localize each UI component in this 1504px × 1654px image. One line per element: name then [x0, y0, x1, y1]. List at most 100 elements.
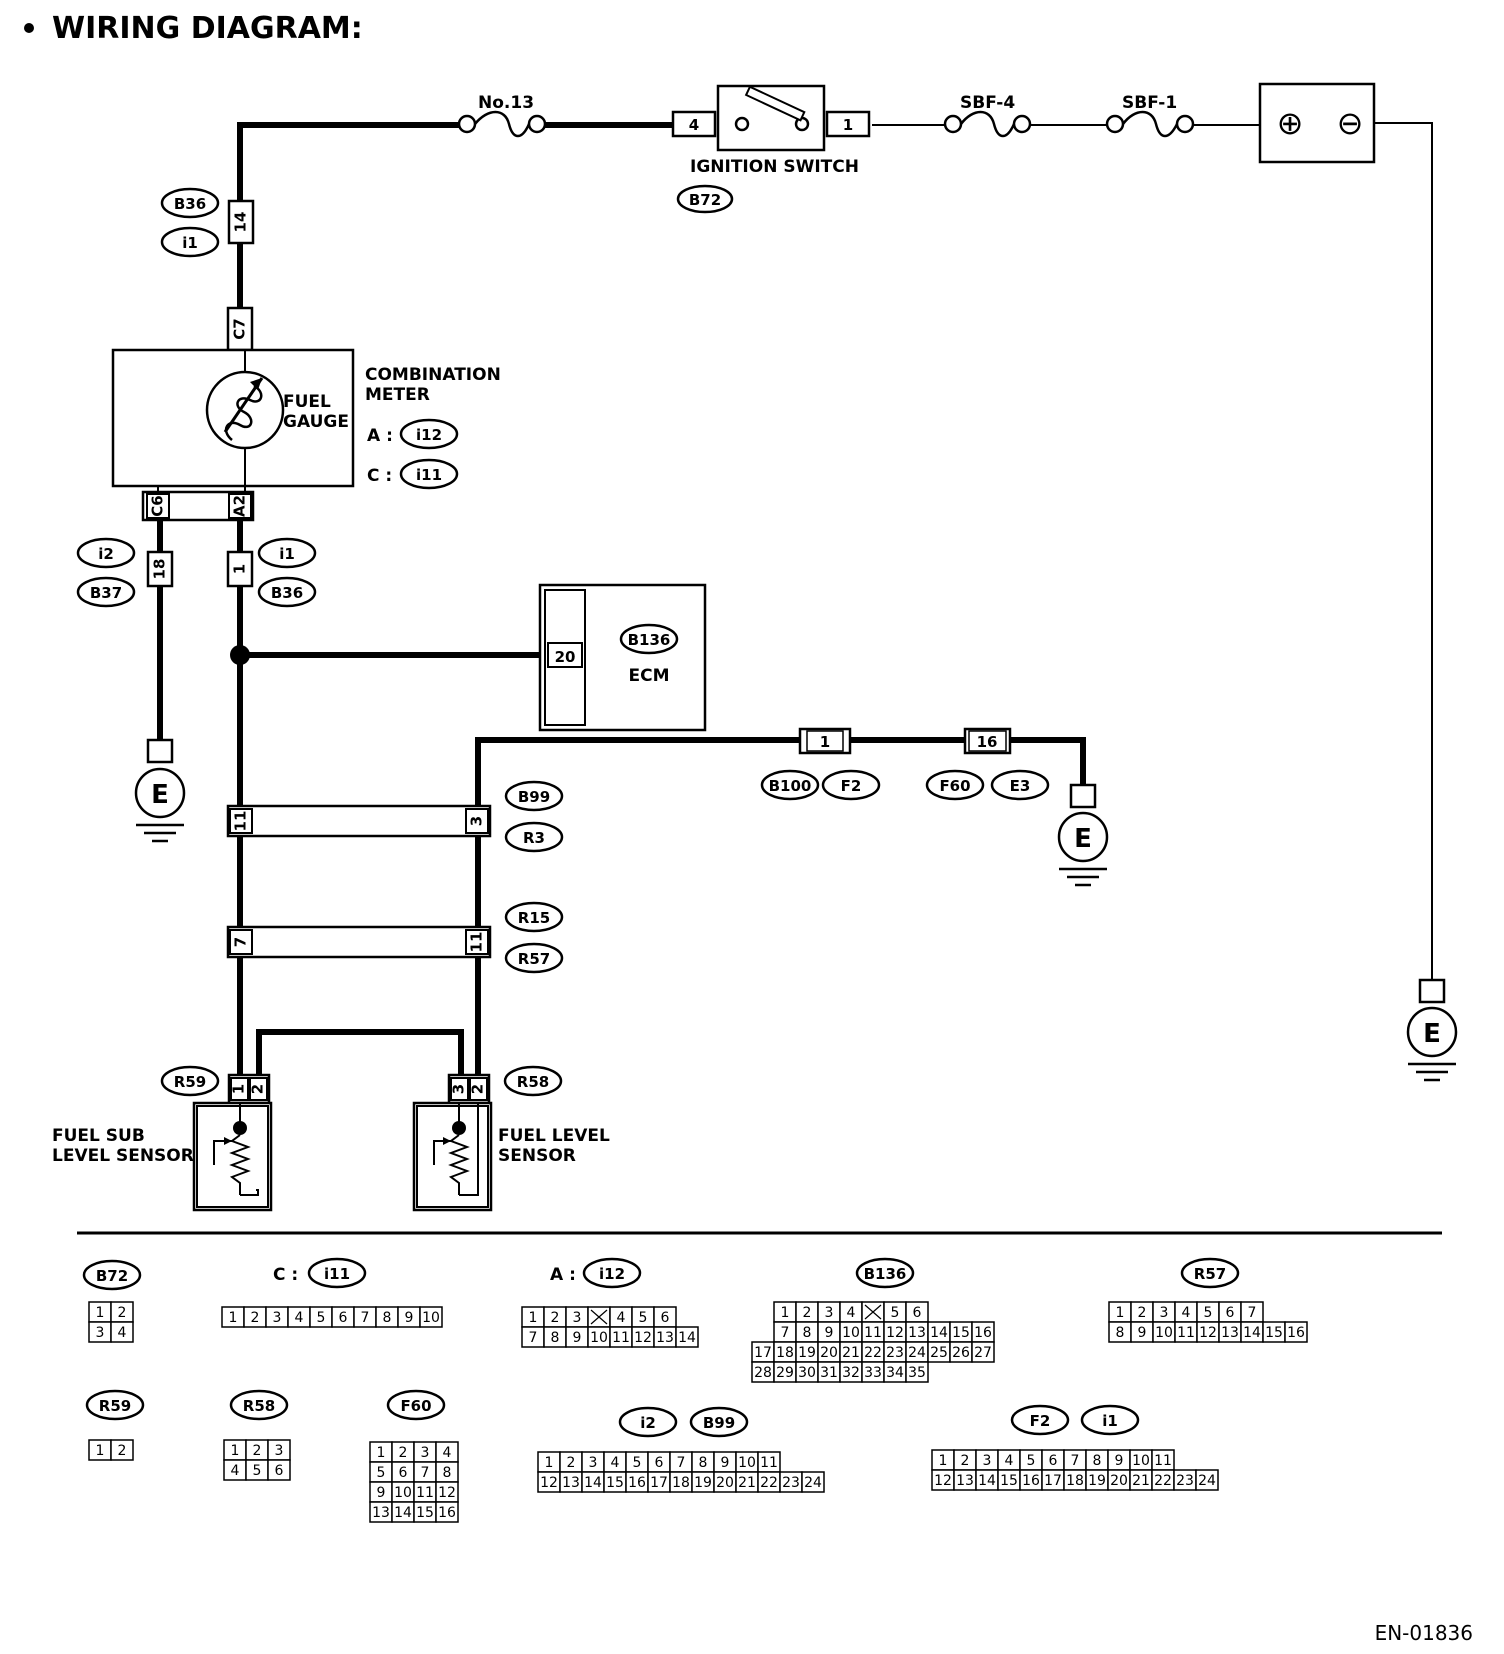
- connector-pin-label: 2: [253, 1443, 262, 1459]
- connector-cell: [675, 1326, 699, 1348]
- connector-cell: [905, 1361, 929, 1383]
- junction-top: 14 B36 i1: [160, 187, 255, 258]
- connector-r15: 7 11 R15 R57: [226, 901, 564, 974]
- connector-pin-label: 8: [443, 1465, 452, 1481]
- connector-pin-label: 15: [952, 1325, 970, 1341]
- main-sensor-label-2: SENSOR: [498, 1146, 576, 1166]
- fuel-gauge-icon: [205, 370, 285, 450]
- connector-pin-label: 6: [655, 1455, 664, 1471]
- connector-pin-label: 21: [1132, 1473, 1150, 1489]
- fuse-no13-label: No.13: [478, 93, 534, 113]
- sub-sensor-label-1: FUEL SUB: [52, 1126, 145, 1146]
- connector-pin-label: 8: [551, 1330, 560, 1346]
- connector-pin-label: 15: [1265, 1325, 1283, 1341]
- connector-pin-label: 4: [118, 1325, 127, 1341]
- junction-right-code1: i1: [279, 545, 295, 563]
- connector-pin-label: 3: [96, 1325, 105, 1341]
- ignition-pin-out: 1: [843, 116, 853, 134]
- connector-cell: [1284, 1321, 1308, 1343]
- battery: ⊕ ⊖: [1258, 82, 1376, 164]
- connector-pin-label: 12: [1199, 1325, 1217, 1341]
- connector-pin-label: 14: [1243, 1325, 1261, 1341]
- connector-pin-label: 8: [1116, 1325, 1125, 1341]
- connector-pin-label: 32: [842, 1365, 860, 1381]
- connector-pin-label: 2: [399, 1445, 408, 1461]
- ground-left-symbol: E: [151, 780, 169, 810]
- connector-pin-label: 13: [956, 1473, 974, 1489]
- main-sensor-label-1: FUEL LEVEL: [498, 1126, 610, 1146]
- ground-e3: E: [1057, 783, 1109, 887]
- ground-battery-symbol: E: [1423, 1019, 1441, 1049]
- connector-pin-label: 4: [611, 1455, 620, 1471]
- connector-pin-label: 24: [908, 1345, 926, 1361]
- junction-left-code2: B37: [90, 584, 122, 602]
- fuel-gauge-label-1: FUEL: [283, 392, 331, 412]
- thin-wires: [157, 122, 1433, 980]
- main-sensor-pin1: 3: [450, 1084, 468, 1094]
- connector-pin-label: 4: [443, 1445, 452, 1461]
- meter-conn-a-code: i12: [416, 426, 442, 444]
- connector-pin-label: 5: [891, 1305, 900, 1321]
- connector-pin-label: 10: [1155, 1325, 1173, 1341]
- connector-pin-label: 14: [678, 1330, 696, 1346]
- connector-pin-label: 1: [529, 1310, 538, 1326]
- junction-left-pin: 18: [151, 559, 169, 580]
- meter-pin-c6: C6: [149, 495, 167, 516]
- connector-pin-label: 8: [1093, 1453, 1102, 1469]
- connector-pin-label: 10: [394, 1485, 412, 1501]
- connector-f60: 16 F60 E3: [925, 727, 1050, 801]
- connector-pin-label: 11: [416, 1485, 434, 1501]
- connector-pin-label: 9: [1138, 1325, 1147, 1341]
- blank-pin-mark: [590, 1309, 608, 1325]
- connector-pin-label: 1: [545, 1455, 554, 1471]
- r15-code1: R15: [518, 909, 550, 927]
- connector-pin-label: 15: [416, 1505, 434, 1521]
- connector-pin-label: 18: [776, 1345, 794, 1361]
- junction-left: 18 i2 B37: [76, 537, 174, 608]
- connector-pin-label: 24: [804, 1475, 822, 1491]
- cv-b99-code: B99: [703, 1414, 735, 1432]
- connector-pin-label: 20: [1110, 1473, 1128, 1489]
- connector-pin-label: 17: [754, 1345, 772, 1361]
- b99-code1: B99: [518, 788, 550, 806]
- connector-pin-label: 1: [96, 1305, 105, 1321]
- connector-pin-label: 2: [961, 1453, 970, 1469]
- fuse-sbf4-label: SBF-4: [960, 93, 1015, 113]
- b100-code1: B100: [769, 777, 812, 795]
- connector-pin-label: 22: [1154, 1473, 1172, 1489]
- connector-pin-label: 18: [672, 1475, 690, 1491]
- page-title: WIRING DIAGRAM:: [52, 11, 363, 46]
- connector-pin-label: 8: [699, 1455, 708, 1471]
- connector-pin-label: 11: [864, 1325, 882, 1341]
- connector-pin-label: 2: [567, 1455, 576, 1471]
- ecm-code: B136: [628, 631, 671, 649]
- connector-cell: [110, 1439, 134, 1461]
- connector-pin-label: 13: [372, 1505, 390, 1521]
- connector-pin-label: 13: [908, 1325, 926, 1341]
- connector-pin-label: 3: [825, 1305, 834, 1321]
- connector-pin-label: 2: [251, 1310, 260, 1326]
- connector-pin-label: 6: [913, 1305, 922, 1321]
- connector-pin-label: 9: [825, 1325, 834, 1341]
- connector-pin-label: 13: [656, 1330, 674, 1346]
- battery-plus-icon: ⊕: [1277, 104, 1304, 142]
- connector-pin-label: 21: [738, 1475, 756, 1491]
- b99-code2: R3: [523, 829, 545, 847]
- connector-cell: [801, 1471, 825, 1493]
- connector-pin-label: 5: [377, 1465, 386, 1481]
- connector-pin-label: 10: [590, 1330, 608, 1346]
- meter-pin-a2: A2: [231, 495, 249, 517]
- connector-pin-label: 11: [1154, 1453, 1172, 1469]
- connector-pin-label: 9: [1115, 1453, 1124, 1469]
- cv-b72-code: B72: [96, 1267, 128, 1285]
- cv-r59-code: R59: [99, 1397, 131, 1415]
- connector-cell: [971, 1341, 995, 1363]
- connector-pin-label: 25: [930, 1345, 948, 1361]
- connector-pin-label: 5: [639, 1310, 648, 1326]
- connector-pin-label: 14: [394, 1505, 412, 1521]
- main-sensor-code: R58: [517, 1073, 549, 1091]
- connector-pin-label: 10: [842, 1325, 860, 1341]
- connector-pin-label: 1: [231, 1443, 240, 1459]
- connector-pin-label: 33: [864, 1365, 882, 1381]
- wire-sensor-bridge: [256, 1029, 464, 1075]
